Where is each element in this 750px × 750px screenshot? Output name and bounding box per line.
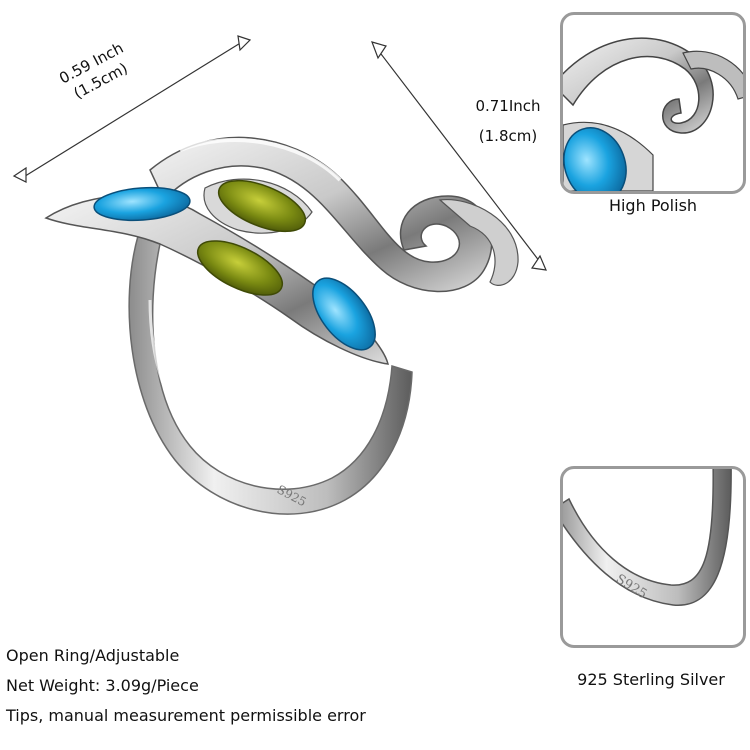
sterling-silver-inset: S925: [560, 466, 746, 648]
height-dimension-label: 0.71Inch (1.8cm): [462, 96, 554, 146]
sterling-silver-caption: 925 Sterling Silver: [577, 670, 725, 689]
peridot-gem: [196, 240, 284, 296]
height-dimension-arrow: [371, 41, 547, 271]
polish-closeup-image: [563, 37, 743, 191]
blue-topaz-gem: [93, 186, 191, 222]
tips-text: Tips, manual measurement permissible err…: [6, 706, 366, 725]
high-polish-inset: [560, 12, 746, 194]
height-cm: (1.8cm): [478, 127, 538, 145]
peridot-gem: [217, 179, 307, 233]
height-inch: 0.71Inch: [475, 97, 541, 115]
ring-top-scroll: [149, 136, 519, 293]
net-weight-text: Net Weight: 3.09g/Piece: [6, 676, 199, 695]
blue-topaz-gem: [312, 277, 376, 351]
high-polish-caption: High Polish: [608, 196, 698, 215]
silver-closeup-image: S925: [563, 469, 732, 606]
open-ring-text: Open Ring/Adjustable: [6, 646, 180, 665]
width-dimension-arrow: [12, 35, 252, 183]
